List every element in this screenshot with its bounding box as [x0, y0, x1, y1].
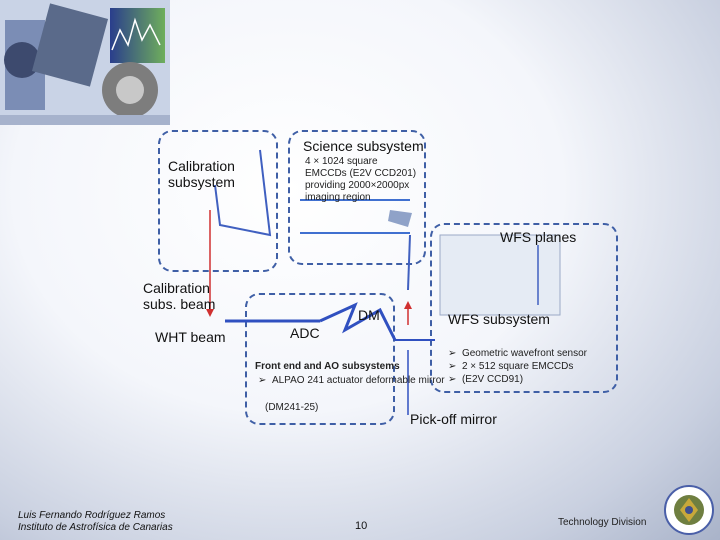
- optical-diagram: Calibration subsystem Science subsystem …: [140, 125, 620, 430]
- wht-beam-label: WHT beam: [155, 329, 226, 345]
- science-subsystem-label: Science subsystem: [303, 138, 424, 154]
- wfs-subsystem-label: WFS subsystem: [448, 311, 550, 327]
- pickoff-label: Pick-off mirror: [410, 411, 497, 427]
- calibration-beam-path: [214, 149, 272, 237]
- calibration-arrow-head: [206, 309, 214, 317]
- division-name: Technology Division: [558, 517, 647, 528]
- frontend-model: (DM241-25): [265, 402, 319, 413]
- telescope-collage-image: [0, 0, 170, 125]
- adc-label: ADC: [290, 325, 320, 341]
- calibration-beam-label: Calibration subs. beam: [143, 280, 216, 312]
- frontend-bullet: ➢ ALPAO 241 actuator deformable mirror: [258, 375, 445, 386]
- page-number: 10: [355, 520, 368, 532]
- calibration-box: [158, 130, 278, 272]
- science-vertical-path: [407, 234, 411, 291]
- frontend-title: Front end and AO subsystems: [255, 361, 400, 372]
- header-collage: [0, 0, 170, 125]
- wfs-planes-panel: [439, 234, 561, 316]
- institute-name: Instituto de Astrofísica de Canarias: [18, 522, 173, 533]
- frontend-box: [245, 293, 395, 425]
- wfs-bullet-2: ➢ 2 × 512 square EMCCDs: [448, 361, 574, 372]
- wfs-box: [430, 223, 618, 393]
- wfs-bullet-1: ➢ Geometric wavefront sensor: [448, 348, 587, 359]
- dm-label: DM: [358, 307, 380, 323]
- science-detail-2: EMCCDs (E2V CCD201): [305, 168, 417, 179]
- science-detail-3: providing 2000×2000px: [305, 180, 410, 191]
- calibration-subsystem-label: Calibration subsystem: [168, 158, 235, 190]
- institute-logo-icon: [664, 485, 714, 535]
- frontend-beam-path: [319, 302, 397, 341]
- wfs-planes-label: WFS planes: [500, 229, 577, 245]
- science-detail-1: 4 × 1024 square: [305, 156, 378, 167]
- beam-splitter-shape: [388, 210, 412, 227]
- pickoff-arrow-head: [404, 301, 412, 309]
- author-name: Luis Fernando Rodríguez Ramos: [18, 510, 166, 521]
- optical-paths: [206, 149, 561, 415]
- wfs-bullet-3: ➢ (E2V CCD91): [448, 374, 524, 385]
- science-detail-4: imaging region: [305, 192, 371, 203]
- science-box: [288, 130, 426, 265]
